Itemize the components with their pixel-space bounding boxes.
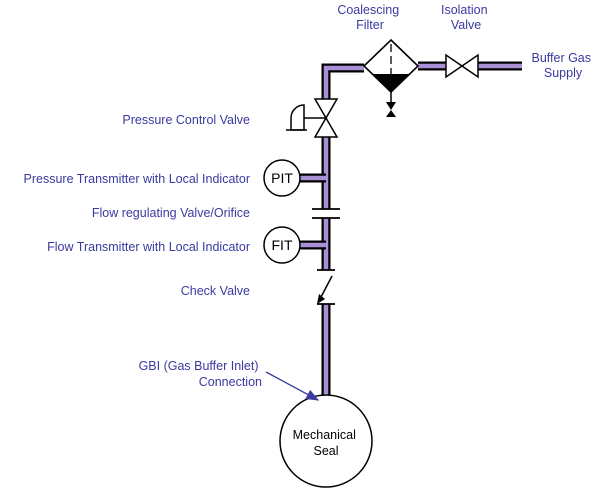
orifice-icon <box>312 208 340 219</box>
pressure-control-valve-label: Pressure Control Valve <box>122 113 250 127</box>
mechanical-seal: Mechanical Seal <box>279 394 373 488</box>
check-valve-icon <box>317 269 335 305</box>
gbi-connection-label: GBI (Gas Buffer Inlet) Connection <box>139 359 262 389</box>
pressure-transmitter-label: Pressure Transmitter with Local Indicato… <box>24 172 250 186</box>
seal-label-line1: Mechanical <box>293 428 356 442</box>
check-valve-label: Check Valve <box>181 284 250 298</box>
coalescing-filter-icon <box>362 38 420 117</box>
gbi-arrow <box>265 371 320 401</box>
pipe-branches <box>298 173 326 250</box>
pipe-main <box>321 61 522 395</box>
isolation-valve-label: Isolation Valve <box>441 3 491 32</box>
flow-regulating-label: Flow regulating Valve/Orifice <box>92 206 250 220</box>
pressure-control-valve-icon <box>286 98 339 138</box>
pressure-transmitter-icon: PIT <box>263 159 301 197</box>
svg-text:Mechanical Seal: Mechanical Seal <box>293 428 360 458</box>
fit-label: FIT <box>272 237 293 253</box>
coalescing-filter-label: Coalescing Filter <box>337 3 402 32</box>
flow-transmitter-icon: FIT <box>263 226 301 264</box>
seal-label-line2: Seal <box>313 444 338 458</box>
flow-transmitter-label: Flow Transmitter with Local Indicator <box>47 240 250 254</box>
pit-label: PIT <box>271 170 293 186</box>
isolation-valve-icon <box>445 53 479 79</box>
buffer-gas-supply-label: Buffer Gas Supply <box>531 51 594 80</box>
